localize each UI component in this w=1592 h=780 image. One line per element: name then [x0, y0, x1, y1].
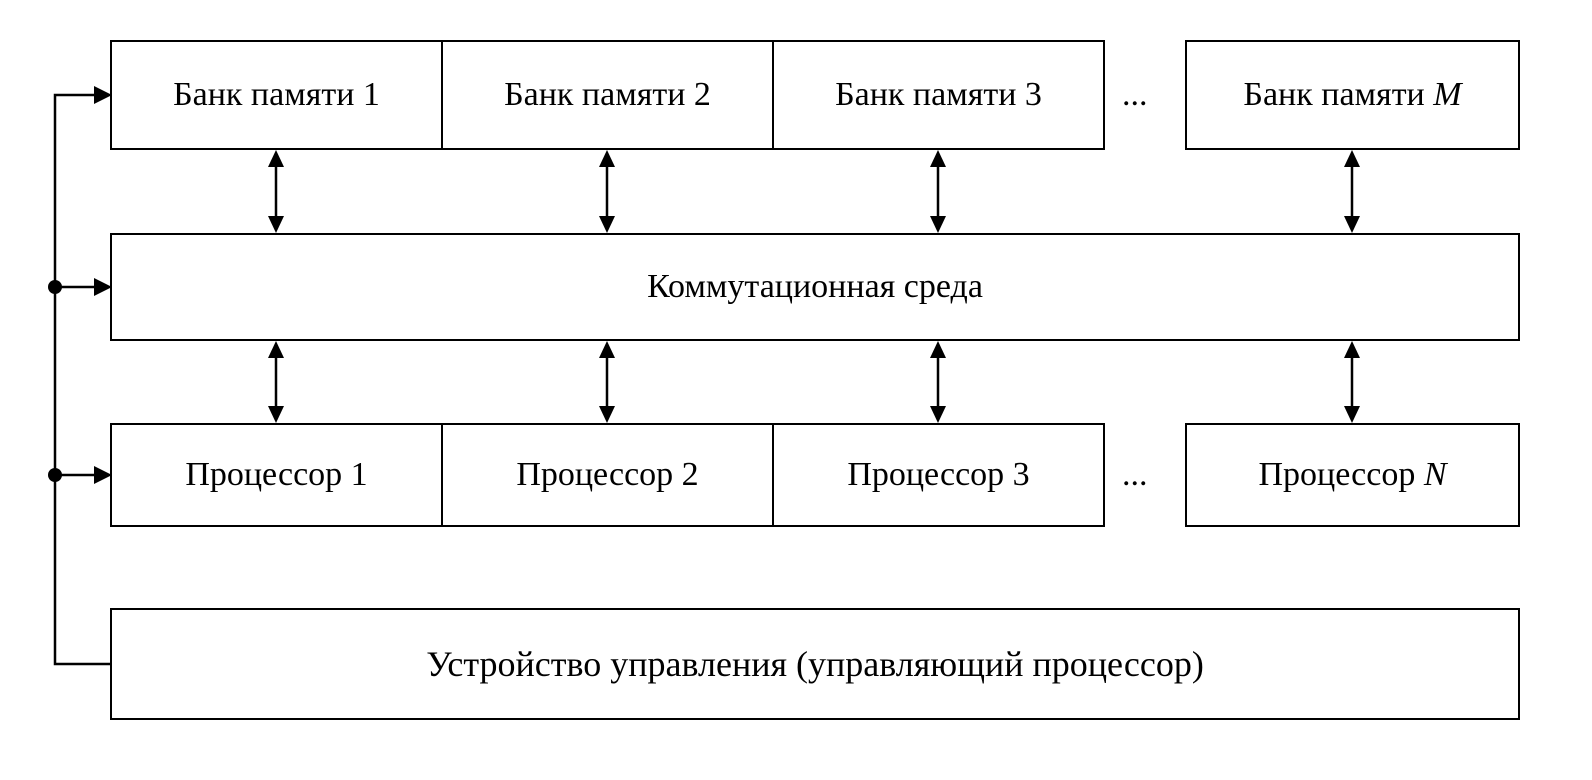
switch-fabric-label: Коммутационная среда	[647, 268, 983, 305]
memory-bank-1-label: Банк памяти 1	[173, 76, 380, 113]
memory-bank-m-label: Банк памяти M	[1243, 76, 1462, 113]
switch-fabric-box: Коммутационная среда	[110, 233, 1520, 341]
processor-n-box: Процессор N	[1185, 423, 1520, 527]
memory-banks-row: Банк памяти 1 Банк памяти 2 Банк памяти …	[110, 40, 1105, 150]
double-arrow-processor-2	[599, 341, 615, 423]
processor-2-box: Процессор 2	[443, 423, 774, 527]
junction-dot-switch	[48, 280, 62, 294]
double-arrow-memory-3	[930, 150, 946, 233]
double-arrow-processor-3	[930, 341, 946, 423]
double-arrow-memory-m	[1344, 150, 1360, 233]
double-arrow-memory-2	[599, 150, 615, 233]
processors-row: Процессор 1 Процессор 2 Процессор 3	[110, 423, 1105, 527]
double-arrow-processor-1	[268, 341, 284, 423]
junction-dot-processor	[48, 468, 62, 482]
processor-2-label: Процессор 2	[516, 456, 699, 493]
processor-1-label: Процессор 1	[185, 456, 368, 493]
double-arrow-processor-n	[1344, 341, 1360, 423]
processor-n-var: N	[1423, 456, 1447, 493]
memory-bank-2-box: Банк памяти 2	[443, 40, 774, 150]
control-bus-line	[48, 86, 112, 666]
memory-bank-m-var: M	[1433, 76, 1462, 113]
memory-bank-3-label: Банк памяти 3	[835, 76, 1042, 113]
processor-row-ellipsis: ...	[1122, 456, 1148, 493]
memory-bank-1-box: Банк памяти 1	[110, 40, 443, 150]
memory-row-ellipsis: ...	[1122, 76, 1148, 113]
processor-3-label: Процессор 3	[847, 456, 1030, 493]
control-unit-box: Устройство управления (управляющий проце…	[110, 608, 1520, 720]
control-unit-label: Устройство управления (управляющий проце…	[426, 644, 1204, 684]
memory-bank-m-box: Банк памяти M	[1185, 40, 1520, 150]
processor-n-label: Процессор N	[1258, 456, 1447, 493]
memory-bank-2-label: Банк памяти 2	[504, 76, 711, 113]
memory-bank-3-box: Банк памяти 3	[774, 40, 1105, 150]
double-arrow-memory-1	[268, 150, 284, 233]
processor-3-box: Процессор 3	[774, 423, 1105, 527]
processor-1-box: Процессор 1	[110, 423, 443, 527]
